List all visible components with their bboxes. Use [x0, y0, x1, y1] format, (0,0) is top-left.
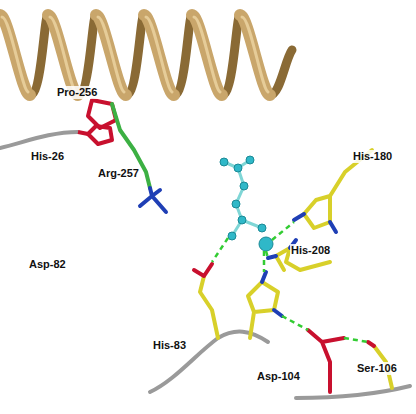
residue-label: Ser-106 — [356, 362, 398, 375]
ligand-atoms — [220, 156, 266, 240]
residue-label: His-26 — [30, 150, 65, 163]
residue-label: His-180 — [352, 150, 393, 163]
helix-front — [0, 15, 270, 95]
residue-label: Asp-104 — [256, 370, 301, 383]
asp-82-stick — [194, 264, 218, 338]
helix-highlight — [2, 17, 268, 92]
metal-ion — [259, 237, 273, 251]
residue-label: Asp-82 — [28, 258, 67, 271]
ligand-bonds — [224, 160, 262, 236]
ser-106-oxygen — [368, 342, 374, 346]
his-83-stick — [248, 272, 282, 338]
hydrogen-bond — [212, 222, 368, 342]
residue-label: His-83 — [152, 339, 187, 352]
residue-label: Arg-257 — [97, 167, 140, 180]
residue-label: His-208 — [290, 244, 331, 257]
backbone-trace — [0, 132, 410, 398]
residue-label: Pro-256 — [56, 86, 98, 99]
asp-104-stick — [308, 330, 344, 392]
arg-257-stick — [112, 104, 166, 212]
his-26-stick — [78, 126, 112, 144]
